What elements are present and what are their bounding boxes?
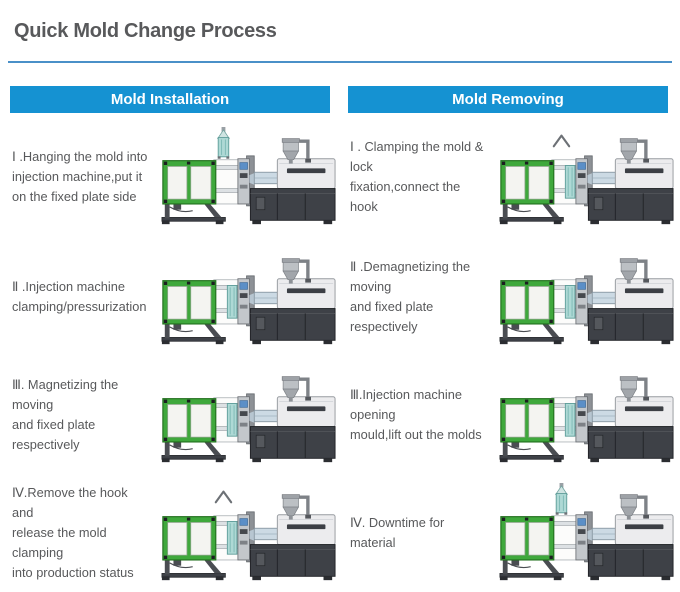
hanging-mold-icon <box>217 126 230 159</box>
step-mold-installation-3: Ⅲ. Magnetizing the moving and fixed plat… <box>8 358 340 472</box>
injection-machine-illustration <box>499 375 674 463</box>
step-description: Ⅰ .Hanging the mold into injection machi… <box>12 149 148 204</box>
injection-machine-illustration <box>499 257 674 345</box>
injection-machine-icon <box>499 375 674 463</box>
title-divider-line <box>8 61 672 63</box>
injection-machine-illustration <box>499 482 674 581</box>
step-mold-removing-1: Ⅰ . Clamping the mold & lock fixation,co… <box>346 120 678 234</box>
injection-machine-icon <box>161 257 336 345</box>
step-mold-removing-2: Ⅱ .Demagnetizing the moving and fixed pl… <box>346 240 678 354</box>
mounted-mold-icon <box>564 402 576 437</box>
injection-machine-illustration <box>161 375 336 463</box>
step-description: Ⅲ. Magnetizing the moving and fixed plat… <box>12 377 119 452</box>
injection-machine-icon <box>499 137 674 225</box>
mounted-mold-icon <box>564 284 576 319</box>
column-header-mold-installation: Mold Installation <box>10 86 330 113</box>
injection-machine-illustration <box>161 257 336 345</box>
column-header-mold-removing: Mold Removing <box>348 86 668 113</box>
step-description: Ⅱ .Injection machine clamping/pressuriza… <box>12 279 147 314</box>
step-description: Ⅳ.Remove the hook and release the mold c… <box>12 485 134 580</box>
hook-marker-icon <box>552 134 571 147</box>
step-description: Ⅳ. Downtime for material <box>350 515 445 550</box>
injection-machine-illustration <box>499 134 674 225</box>
mounted-mold-icon <box>226 284 238 319</box>
injection-machine-icon <box>161 137 336 225</box>
mounted-mold-icon <box>564 164 576 199</box>
step-mold-installation-4: Ⅳ.Remove the hook and release the mold c… <box>8 476 340 590</box>
step-description: Ⅲ.Injection machine opening mould,lift o… <box>350 387 482 442</box>
hanging-mold-icon <box>555 482 568 515</box>
step-description: Ⅱ .Demagnetizing the moving and fixed pl… <box>350 259 471 334</box>
injection-machine-illustration <box>161 490 336 581</box>
injection-machine-icon <box>499 493 674 581</box>
injection-machine-icon <box>499 257 674 345</box>
mounted-mold-icon <box>226 520 238 555</box>
step-mold-removing-3: Ⅲ.Injection machine opening mould,lift o… <box>346 358 678 472</box>
step-description: Ⅰ . Clamping the mold & lock fixation,co… <box>350 139 484 214</box>
page-title: Quick Mold Change Process <box>14 20 277 42</box>
step-mold-removing-4: Ⅳ. Downtime for material <box>346 476 678 590</box>
step-mold-installation-2: Ⅱ .Injection machine clamping/pressuriza… <box>8 240 340 354</box>
step-mold-installation-1: Ⅰ .Hanging the mold into injection machi… <box>8 120 340 234</box>
hook-marker-icon <box>214 490 233 503</box>
mounted-mold-icon <box>226 402 238 437</box>
injection-machine-illustration <box>161 126 336 225</box>
injection-machine-icon <box>161 493 336 581</box>
injection-machine-icon <box>161 375 336 463</box>
